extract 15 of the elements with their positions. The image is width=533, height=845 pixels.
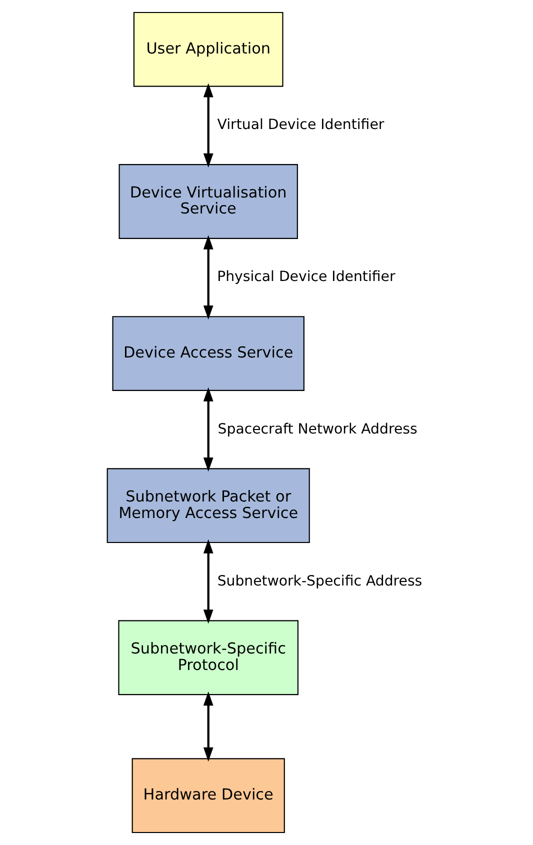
edge-label: Subnetwork-Specific Address xyxy=(216,573,422,590)
node-box: Subnetwork-Specific Protocol xyxy=(118,620,298,696)
node-box: User Application xyxy=(132,12,283,87)
node-box: Hardware Device xyxy=(131,758,284,834)
arrow xyxy=(202,235,213,320)
node-box: Subnetwork Packet or Memory Access Service xyxy=(106,468,310,544)
arrow xyxy=(202,387,213,472)
edge-label: Virtual Device Identifier xyxy=(216,117,384,134)
node-box: Device Access Service xyxy=(112,316,304,391)
arrow xyxy=(202,691,213,762)
arrow xyxy=(202,83,213,168)
edge-label: Physical Device Identifier xyxy=(216,269,395,286)
arrow xyxy=(202,539,213,624)
node-box: Device Virtualisation Service xyxy=(118,164,298,239)
edge-label: Spacecraft Network Address xyxy=(217,421,417,438)
